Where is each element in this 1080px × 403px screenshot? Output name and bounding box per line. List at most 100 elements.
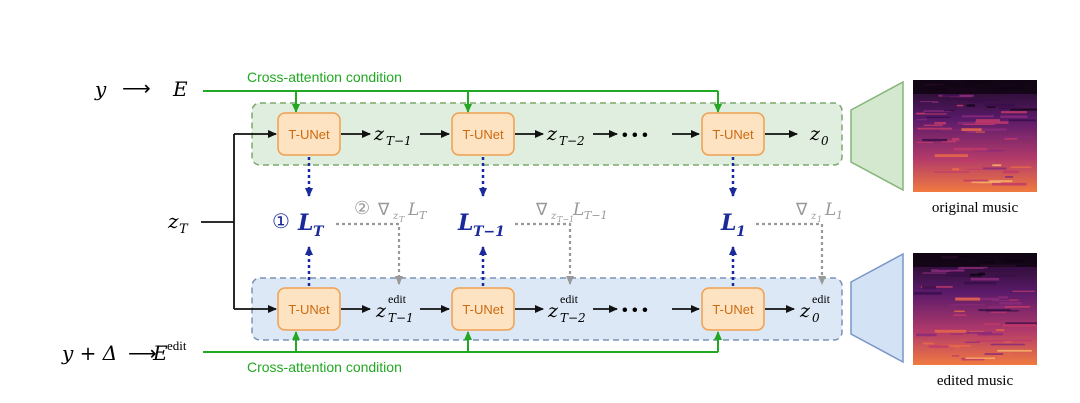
spectrogram-streak [977, 297, 1000, 301]
unet-top-1: T-UNet [277, 112, 341, 156]
svg-text:T-UNet: T-UNet [462, 302, 504, 317]
spectrogram-streak [920, 286, 953, 288]
svg-text:L: L [824, 200, 836, 220]
spectrogram-streak [941, 129, 977, 131]
spectrogram-streak [923, 110, 952, 112]
svg-text:∇: ∇ [377, 200, 390, 219]
spectrogram-streak [953, 314, 967, 317]
step-1-marker: ① [272, 211, 290, 233]
spectrogram-streak [952, 355, 960, 357]
spectrogram-streak [968, 100, 985, 103]
top-z0-sub: 0 [821, 134, 829, 148]
spectrogram-streak [975, 121, 1009, 124]
spectrogram-streak [971, 181, 1001, 184]
svg-text:T−1: T−1 [584, 209, 608, 222]
spectrogram-streak [969, 131, 985, 133]
spectrogram-streak [934, 171, 970, 173]
spectrogram-streak [989, 180, 1013, 183]
spectrogram-streak [988, 305, 1009, 308]
spectrogram-top-band [913, 80, 1037, 94]
spectrogram-streak [1004, 339, 1032, 342]
spectrogram-streak [992, 164, 1002, 167]
spectrogram-streak [963, 179, 988, 182]
spectrogram-original [913, 80, 1037, 192]
spectrogram-streak [1005, 306, 1031, 308]
edited-music-label: edited music [937, 373, 1014, 389]
spectrogram-streak [952, 137, 960, 141]
spectrogram-streak [966, 104, 975, 107]
spectrogram-streak [931, 269, 965, 272]
spectrogram-streak [984, 353, 1004, 355]
unet-top-2: T-UNet [451, 112, 515, 156]
bottom-z1: z [375, 300, 387, 322]
bottom-z0-sup: edit [812, 292, 831, 306]
bottom-z2: z [547, 300, 559, 322]
condition-label-top: Cross-attention condition [247, 69, 402, 85]
top-z2-sub: T−2 [559, 134, 585, 148]
y-label: y [94, 77, 107, 101]
y-arrow: ⟶ [122, 78, 151, 100]
spectrogram-streak [934, 154, 968, 158]
spectrogram-streak [922, 286, 937, 289]
svg-text:T−1: T−1 [557, 215, 574, 224]
spectrogram-streak [994, 274, 1015, 278]
spectrogram-streak [1001, 111, 1027, 114]
spectrogram-streak [998, 268, 1034, 270]
svg-text:z: z [810, 211, 817, 222]
decoder-edited [850, 252, 904, 364]
spectrogram-streak [917, 127, 952, 130]
gradient-label-1: ∇ z T L T [377, 200, 428, 224]
spectrogram-streak [1010, 166, 1032, 168]
spectrogram-streak [970, 273, 982, 277]
spectrogram-streak [970, 277, 1000, 281]
spectrogram-streak [922, 272, 947, 274]
y-edit-label: y + Δ [61, 341, 117, 365]
spectrogram-top-band [913, 253, 1037, 267]
spectrogram-streak [976, 119, 1000, 122]
spectrogram-streak [985, 310, 1019, 312]
svg-text:∇: ∇ [795, 200, 808, 219]
spectrogram-streak [949, 271, 965, 274]
spectrogram-streak [946, 274, 971, 277]
loss-L-1: L [720, 210, 736, 236]
spectrogram-edited [913, 253, 1037, 365]
spectrogram-streak [996, 329, 1005, 331]
z-T-sub: T [179, 222, 189, 237]
spectrogram-streak [954, 310, 965, 313]
spectrogram-streak [978, 309, 1011, 312]
loss-L-T1-sub: T−1 [473, 224, 505, 240]
spectrogram-streak [1008, 119, 1036, 122]
bottom-dots: • • • [622, 302, 648, 319]
unet-top-3: T-UNet [701, 112, 765, 156]
spectrogram-streak [981, 99, 1001, 101]
spectrogram-streak [983, 268, 999, 272]
spectrogram-streak [963, 281, 997, 285]
spectrogram-streak [984, 323, 1000, 325]
spectrogram-streak [1000, 115, 1028, 119]
svg-text:1: 1 [817, 215, 822, 224]
unet-bottom-3: T-UNet [701, 287, 765, 331]
spectrogram-streak [1002, 323, 1037, 327]
spectrogram-streak [956, 104, 964, 107]
unet-bottom-1: T-UNet [277, 287, 341, 331]
svg-text:L: L [572, 200, 584, 220]
spectrogram-streak [958, 159, 976, 162]
spectrogram-streak [990, 343, 1025, 346]
spectrogram-streak [916, 142, 934, 144]
spectrogram-streak [1005, 322, 1037, 325]
condition-label-bottom: Cross-attention condition [247, 359, 402, 375]
loss-L-T-sub: T [313, 224, 325, 240]
decoder-original [850, 80, 904, 192]
top-z0: z [809, 123, 821, 145]
loss-L-1-sub: 1 [736, 224, 746, 240]
spectrogram-streak [998, 107, 1022, 110]
spectrogram-streak [1010, 108, 1037, 111]
spectrogram-streak [987, 106, 996, 108]
svg-text:T-UNet: T-UNet [288, 302, 330, 317]
spectrogram-streak [928, 345, 949, 348]
spectrogram-streak [953, 345, 960, 348]
spectrogram-streak [990, 311, 1007, 313]
svg-text:T: T [399, 215, 405, 224]
svg-text:z: z [550, 211, 557, 222]
